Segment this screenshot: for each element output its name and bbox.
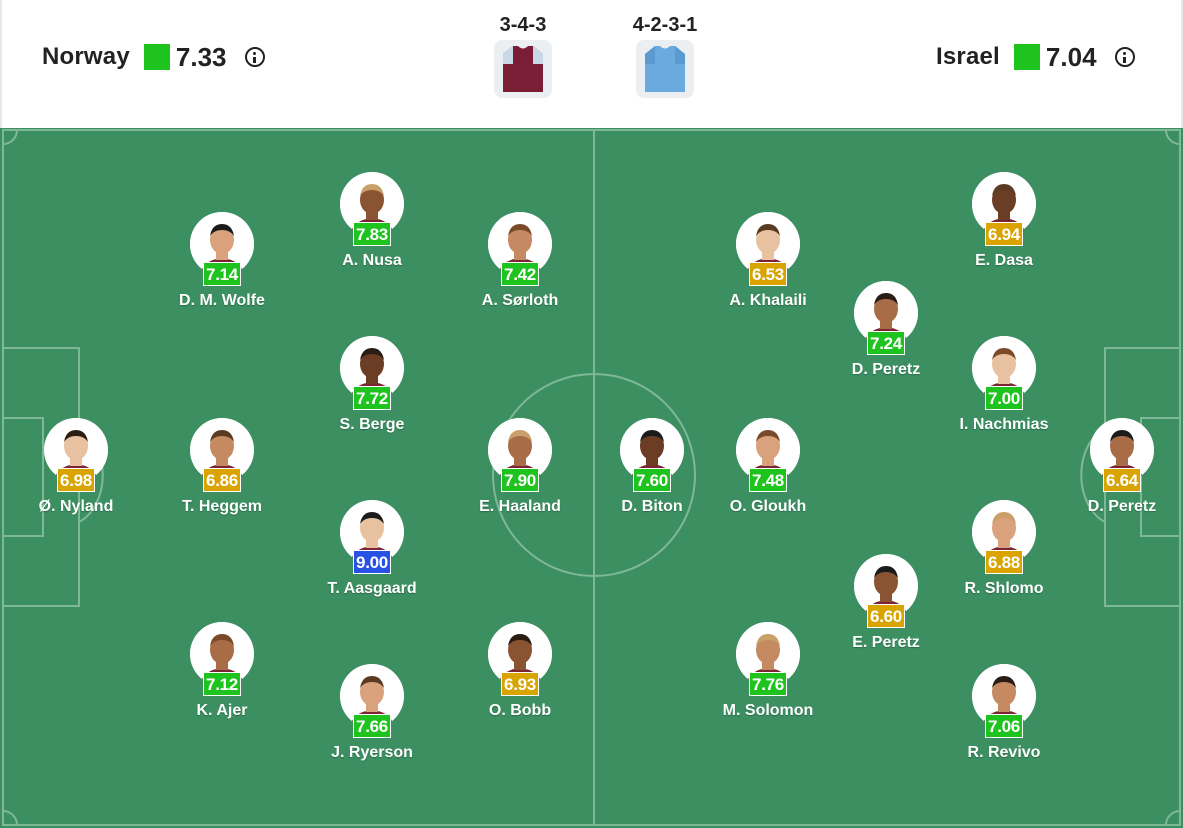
player-rating: 7.42 <box>501 262 539 286</box>
player-card[interactable]: 6.98 Ø. Nyland <box>16 418 136 528</box>
player-photo <box>340 664 404 728</box>
info-icon[interactable] <box>244 47 265 67</box>
player-name: E. Peretz <box>852 634 920 651</box>
away-kit-icon <box>636 40 694 98</box>
player-card[interactable]: 7.42 A. Sørloth <box>460 212 580 322</box>
player-rating: 7.90 <box>501 468 539 492</box>
player-rating: 6.60 <box>867 604 905 628</box>
player-name: D. Biton <box>621 498 683 515</box>
home-team-rating: 7.33 <box>175 41 227 72</box>
away-team-name: Israel <box>936 43 1000 70</box>
player-card[interactable]: 6.94 E. Dasa <box>944 172 1064 282</box>
player-name: M. Solomon <box>722 702 814 719</box>
away-formation: 4-2-3-1 <box>632 14 698 36</box>
player-card[interactable]: 7.06 R. Revivo <box>944 664 1064 774</box>
home-kit-icon <box>494 40 552 98</box>
player-rating: 7.06 <box>985 714 1023 738</box>
home-team-name: Norway <box>42 43 130 70</box>
player-name: O. Bobb <box>488 702 552 719</box>
player-rating: 7.48 <box>749 468 787 492</box>
player-card[interactable]: 6.53 A. Khalaili <box>708 212 828 322</box>
player-name: E. Dasa <box>975 252 1033 269</box>
pitch: 6.98 Ø. Nyland 7.14 D. M. Wolfe 6.86 T. … <box>0 128 1183 828</box>
player-card[interactable]: 6.60 E. Peretz <box>826 554 946 664</box>
player-rating: 7.72 <box>353 386 391 410</box>
player-rating: 7.24 <box>867 331 905 355</box>
player-rating: 7.00 <box>985 386 1023 410</box>
player-card[interactable]: 7.48 O. Gloukh <box>708 418 828 528</box>
player-rating: 6.64 <box>1103 468 1141 492</box>
player-card[interactable]: 7.76 M. Solomon <box>708 622 828 732</box>
player-name: D. M. Wolfe <box>179 292 265 309</box>
player-name: R. Revivo <box>967 744 1041 761</box>
home-rating-indicator <box>143 44 170 70</box>
player-name: J. Ryerson <box>331 744 413 761</box>
player-card[interactable]: 6.86 T. Heggem <box>162 418 282 528</box>
player-card[interactable]: 7.83 A. Nusa <box>312 172 432 282</box>
player-name: D. Peretz <box>1087 498 1157 515</box>
player-name: A. Sørloth <box>481 292 559 309</box>
player-name: I. Nachmias <box>959 416 1049 433</box>
player-name: A. Khalaili <box>729 292 807 309</box>
player-rating: 9.00 <box>353 550 391 574</box>
home-team-summary: Norway 7.33 <box>42 40 265 74</box>
player-name: D. Peretz <box>851 361 921 378</box>
player-rating: 7.14 <box>203 262 241 286</box>
player-card[interactable]: 6.64 D. Peretz <box>1062 418 1182 528</box>
player-name: K. Ajer <box>196 702 248 719</box>
player-card[interactable]: 7.00 I. Nachmias <box>944 336 1064 446</box>
player-rating: 7.76 <box>749 672 787 696</box>
player-rating: 6.53 <box>749 262 787 286</box>
player-name: T. Heggem <box>181 498 262 515</box>
player-card[interactable]: 7.12 K. Ajer <box>162 622 282 732</box>
player-name: T. Aasgaard <box>327 580 417 597</box>
player-rating: 6.94 <box>985 222 1023 246</box>
player-card[interactable]: 7.90 E. Haaland <box>460 418 580 528</box>
player-card[interactable]: 9.00 T. Aasgaard <box>312 500 432 610</box>
player-card[interactable]: 7.24 D. Peretz <box>826 281 946 391</box>
player-name: O. Gloukh <box>729 498 807 515</box>
player-card[interactable]: 7.14 D. M. Wolfe <box>162 212 282 322</box>
info-icon[interactable] <box>1114 47 1135 67</box>
player-name: A. Nusa <box>342 252 402 269</box>
player-photo <box>190 622 254 686</box>
player-rating: 6.98 <box>57 468 95 492</box>
away-rating-indicator <box>1013 44 1040 70</box>
player-name: S. Berge <box>339 416 405 433</box>
match-header: Norway 7.33 3-4-3 4-2-3-1 Israel 7.04 <box>0 0 1183 128</box>
player-rating: 7.66 <box>353 714 391 738</box>
away-team-summary: Israel 7.04 <box>936 40 1135 74</box>
player-rating: 7.83 <box>353 222 391 246</box>
player-card[interactable]: 6.93 O. Bobb <box>460 622 580 732</box>
player-card[interactable]: 6.88 R. Shlomo <box>944 500 1064 610</box>
player-rating: 7.12 <box>203 672 241 696</box>
player-name: R. Shlomo <box>964 580 1044 597</box>
player-rating: 6.88 <box>985 550 1023 574</box>
home-formation: 3-4-3 <box>499 14 547 36</box>
player-rating: 6.93 <box>501 672 539 696</box>
player-name: E. Haaland <box>479 498 561 515</box>
player-card[interactable]: 7.72 S. Berge <box>312 336 432 446</box>
player-card[interactable]: 7.66 J. Ryerson <box>312 664 432 774</box>
player-card[interactable]: 7.60 D. Biton <box>592 418 712 528</box>
player-name: Ø. Nyland <box>38 498 114 515</box>
player-rating: 7.60 <box>633 468 671 492</box>
away-team-rating: 7.04 <box>1045 41 1097 72</box>
player-rating: 6.86 <box>203 468 241 492</box>
